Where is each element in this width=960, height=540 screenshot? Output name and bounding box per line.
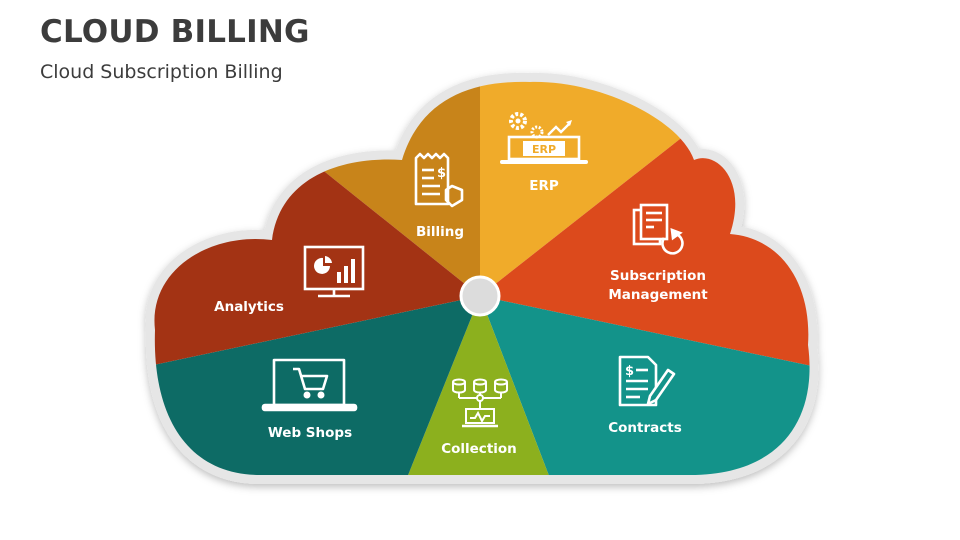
documents-refresh-icon <box>632 203 684 255</box>
segment-contracts <box>480 296 810 475</box>
label-billing: Billing <box>416 224 464 240</box>
contract-pen-icon: $ <box>618 355 676 407</box>
page-subtitle: Cloud Subscription Billing <box>40 61 283 83</box>
label-collection: Collection <box>441 441 517 457</box>
erp-icon-text: ERP <box>532 143 556 156</box>
shopping-cart-laptop-icon <box>261 358 358 412</box>
page-title: CLOUD BILLING <box>40 14 310 50</box>
database-collection-icon <box>452 378 508 428</box>
label-erp: ERP <box>529 178 559 194</box>
label-analytics: Analytics <box>214 299 284 315</box>
label-subscription-line2: Management <box>608 287 708 303</box>
erp-laptop-icon: ERP <box>500 112 588 164</box>
receipt-dollar-sign: $ <box>437 166 446 181</box>
receipt-dollar-icon: $ <box>414 152 464 208</box>
label-subscription-line1: Subscription <box>610 268 706 284</box>
analytics-monitor-icon <box>303 245 365 298</box>
label-webshops: Web Shops <box>268 425 352 441</box>
center-hub <box>459 275 501 317</box>
contract-dollar-sign: $ <box>625 364 634 379</box>
label-contracts: Contracts <box>608 420 682 436</box>
